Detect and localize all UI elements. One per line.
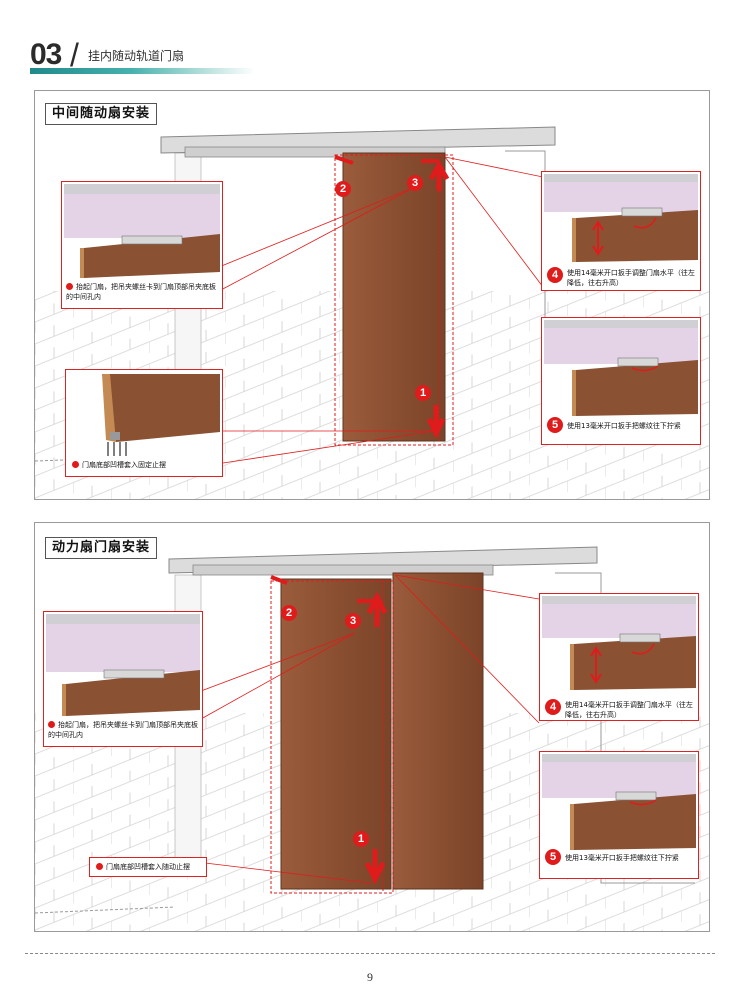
bullet-icon <box>66 283 73 290</box>
step-number-1: 1 <box>415 385 431 401</box>
step-4-caption: 使用14毫米开口扳手调整门扇水平（往左降低，往右升高） <box>567 269 695 287</box>
arrow-up-step3 <box>428 159 450 191</box>
arrow-left-step2 <box>334 155 354 165</box>
callout-step-2-3: 抬起门扇，把吊夹螺丝卡到门扇顶部吊夹底板的中间孔内 <box>43 611 203 747</box>
step-2-3-caption: 抬起门扇，把吊夹螺丝卡到门扇顶部吊夹底板的中间孔内 <box>48 721 198 739</box>
step-number-3: 3 <box>407 175 423 191</box>
header-accent-bar <box>30 68 255 74</box>
callout-step-5 <box>541 317 701 445</box>
level-adjust-illustration <box>542 596 696 690</box>
callout-step-4 <box>539 593 699 721</box>
step-5-caption: 使用13毫米开口扳手把螺纹往下拧紧 <box>565 854 679 862</box>
section-title: 动力扇门扇安装 <box>45 537 158 559</box>
door-leaf-follow <box>392 572 484 890</box>
page-header: 03 / 挂内随动轨道门扇 <box>30 37 255 74</box>
chapter-slash: / <box>70 37 79 73</box>
step-number-5: 5 <box>547 417 563 433</box>
step-number-5: 5 <box>545 849 561 865</box>
chapter-number: 03 <box>30 38 62 71</box>
door-leaf <box>342 152 446 442</box>
section-panel-power-leaf: 动力扇门扇安装 抬起门扇，把吊夹螺丝卡到门扇顶部吊夹底板的中间孔内 门扇底部凹槽… <box>34 522 710 932</box>
step-4-caption: 使用14毫米开口扳手调整门扇水平（往左降低，往右升高） <box>565 701 693 719</box>
arrow-left-step2 <box>270 575 288 585</box>
step-number-3: 3 <box>345 613 361 629</box>
door-leaf-power <box>280 578 392 890</box>
step-number-2: 2 <box>281 605 297 621</box>
bullet-icon <box>48 721 55 728</box>
step-5-caption: 使用13毫米开口扳手把螺纹往下拧紧 <box>567 422 681 430</box>
door-outline-dashed <box>270 580 394 894</box>
page-number: 9 <box>367 970 373 984</box>
hanger-detail-illustration <box>64 184 220 278</box>
right-wall <box>555 572 695 884</box>
arrow-down-step1 <box>364 849 386 885</box>
step-number-1: 1 <box>353 831 369 847</box>
tighten-nut-illustration <box>542 754 696 850</box>
bottom-guide-illustration <box>102 374 220 456</box>
callout-step-1: 门扇底部凹槽套入随动止摆 <box>89 857 207 877</box>
step-number-4: 4 <box>547 267 563 283</box>
ceiling-track <box>160 126 556 154</box>
arrow-down-step1 <box>426 405 446 439</box>
bullet-icon <box>72 461 79 468</box>
section-panel-middle-leaf: 中间随动扇安装 抬起门扇，把吊夹螺丝卡到门扇顶部吊夹底板的中间孔内 门扇底部凹槽… <box>34 90 710 500</box>
step-1-caption: 门扇底部凹槽套入固定止摆 <box>72 460 218 470</box>
step-2-3-caption: 抬起门扇，把吊夹螺丝卡到门扇顶部吊夹底板的中间孔内 <box>66 283 216 301</box>
callout-step-1: 门扇底部凹槽套入固定止摆 <box>65 369 223 477</box>
step-number-4: 4 <box>545 699 561 715</box>
callout-step-4 <box>541 171 701 291</box>
installation-illustration-2 <box>35 546 709 931</box>
hanger-detail-illustration <box>46 614 200 716</box>
door-outline-dashed <box>334 154 454 446</box>
tighten-nut-illustration <box>544 320 698 416</box>
chapter-title: 挂内随动轨道门扇 <box>88 49 185 63</box>
step-1-caption: 门扇底部凹槽套入随动止摆 <box>96 862 204 872</box>
step-number-2: 2 <box>335 181 351 197</box>
callout-step-5 <box>539 751 699 879</box>
level-adjust-illustration <box>544 174 698 262</box>
bullet-icon <box>96 863 103 870</box>
arrow-up-step3 <box>366 591 388 627</box>
callout-step-2-3: 抬起门扇，把吊夹螺丝卡到门扇顶部吊夹底板的中间孔内 <box>61 181 223 309</box>
footer-divider <box>25 953 715 954</box>
section-title: 中间随动扇安装 <box>45 103 158 125</box>
